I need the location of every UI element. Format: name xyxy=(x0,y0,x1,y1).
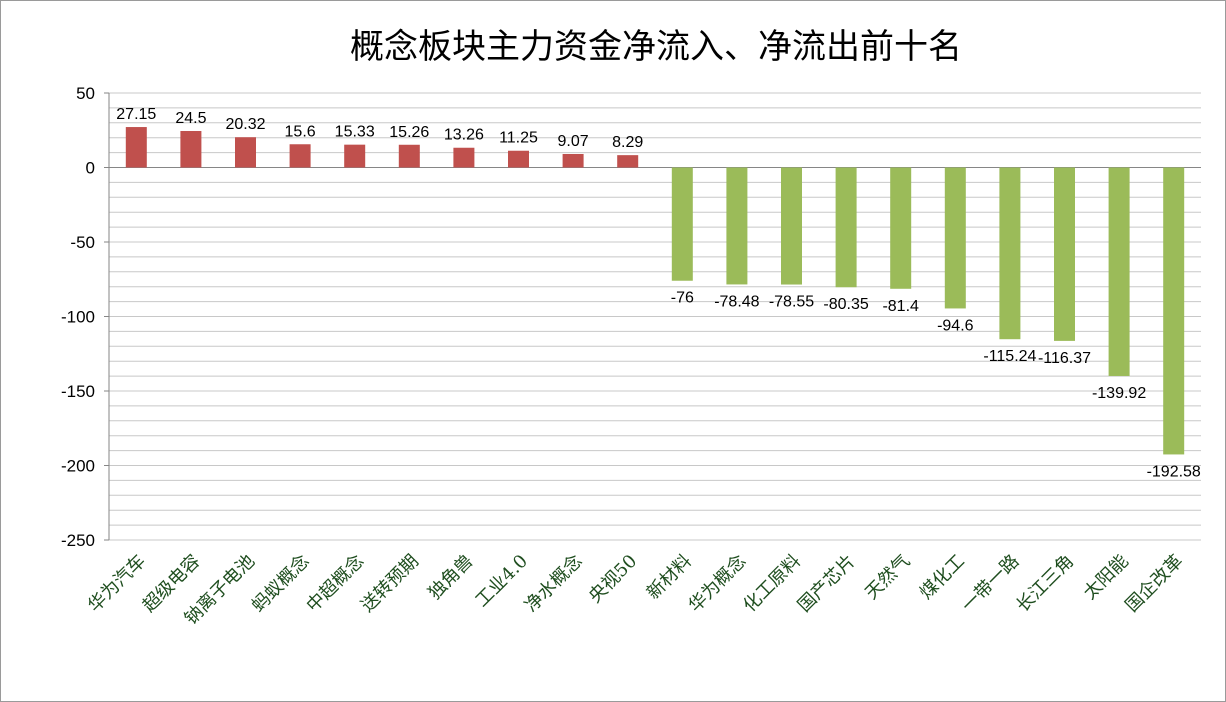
x-tick-label: 太阳能 xyxy=(1080,551,1133,604)
y-tick-label: -150 xyxy=(61,382,95,401)
data-label: 13.26 xyxy=(444,127,484,144)
bars xyxy=(125,127,1185,455)
data-label: 15.26 xyxy=(389,124,429,141)
x-tick-label: 一带一路 xyxy=(958,551,1024,617)
data-label: 15.6 xyxy=(285,123,316,140)
data-label: 15.33 xyxy=(335,124,375,141)
bar xyxy=(1108,167,1130,376)
data-label: -192.58 xyxy=(1147,463,1201,480)
x-tick-label: 化工原料 xyxy=(739,551,805,617)
x-tick-label: 新材料 xyxy=(643,551,696,604)
y-tick-label: 50 xyxy=(76,84,95,103)
bar xyxy=(508,150,529,168)
data-label: 11.25 xyxy=(499,130,538,147)
data-label: -115.24 xyxy=(983,348,1036,365)
x-tick-labels: 华为汽车超级电容钠离子电池蚂蚁概念中超概念送转预期独角兽工业4.0净水概念央视5… xyxy=(84,550,1187,629)
y-tick-label: -200 xyxy=(61,457,95,476)
bar xyxy=(235,137,256,168)
data-label: 20.32 xyxy=(225,116,265,133)
bar xyxy=(999,167,1021,340)
bar xyxy=(125,127,147,168)
x-tick-label: 长江三角 xyxy=(1012,551,1078,617)
data-label: 9.07 xyxy=(558,133,589,150)
y-tick-label: 0 xyxy=(86,159,95,178)
x-tick-label: 独角兽 xyxy=(424,551,477,604)
data-label: -94.6 xyxy=(937,317,974,334)
data-label: -81.4 xyxy=(882,298,919,315)
x-tick-label: 天然气 xyxy=(861,551,914,604)
bar xyxy=(398,144,420,168)
data-label: 27.15 xyxy=(116,106,156,123)
y-tick-label: -50 xyxy=(70,233,95,252)
y-tick-label: -100 xyxy=(61,308,95,327)
data-label: -78.55 xyxy=(769,294,814,311)
grid-lines xyxy=(109,92,1201,541)
bar xyxy=(344,144,366,168)
bar xyxy=(1054,167,1075,341)
bar xyxy=(835,167,857,288)
bar xyxy=(944,167,966,309)
data-label: -76 xyxy=(671,290,694,307)
chart-title: 概念板块主力资金净流入、净流出前十名 xyxy=(350,27,962,67)
bar xyxy=(289,144,311,168)
y-tick-label: -250 xyxy=(61,531,95,550)
x-tick-label: 蚂蚁概念 xyxy=(247,550,313,616)
x-tick-label: 净水概念 xyxy=(520,550,586,616)
x-tick-label: 华为汽车 xyxy=(84,551,150,617)
x-tick-label: 国产芯片 xyxy=(794,551,860,617)
x-tick-label: 央视50 xyxy=(585,551,642,608)
data-labels: 27.15 24.5 20.32 15.6 15.33 15.26 13.26 11.25 9.… xyxy=(116,106,1201,480)
data-label: -139.92 xyxy=(1092,385,1146,402)
bar xyxy=(890,167,912,289)
data-label: -78.48 xyxy=(714,293,759,310)
data-label: -80.35 xyxy=(823,296,868,313)
bar xyxy=(671,167,693,281)
bar xyxy=(1163,167,1185,455)
bar xyxy=(180,130,202,168)
x-tick-label: 送转预期 xyxy=(357,551,423,617)
data-label: -116.37 xyxy=(1038,350,1091,367)
x-tick-label: 华为概念 xyxy=(684,550,750,616)
x-tick-label: 中超概念 xyxy=(302,550,368,616)
data-label: 24.5 xyxy=(175,110,206,127)
x-tick-label: 煤化工 xyxy=(916,551,969,604)
bar xyxy=(617,155,639,168)
bar xyxy=(562,153,584,168)
bar xyxy=(453,147,475,168)
x-tick-label: 国企改革 xyxy=(1121,551,1187,617)
data-label: 8.29 xyxy=(612,134,643,151)
bar xyxy=(726,167,748,285)
bar xyxy=(781,167,802,285)
